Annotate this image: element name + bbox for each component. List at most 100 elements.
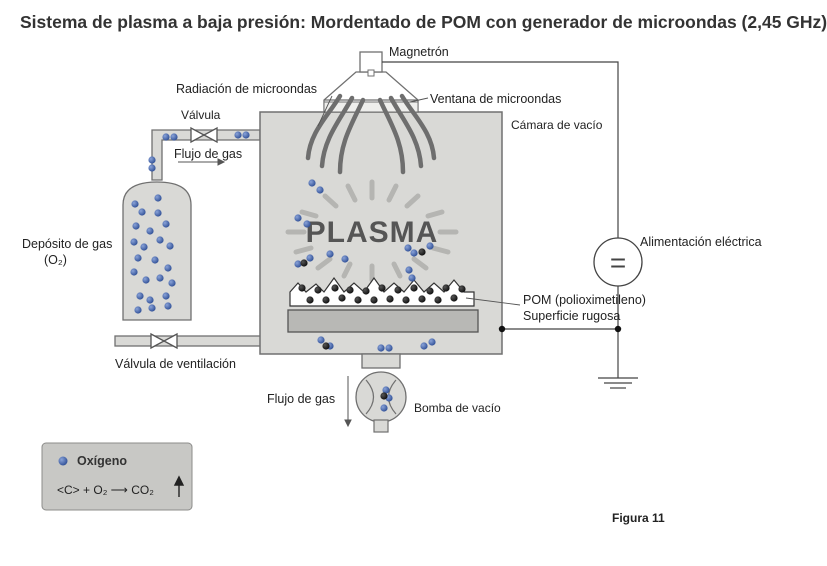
carbon-particle — [354, 296, 362, 304]
power-supply[interactable] — [593, 237, 643, 287]
oxygen-molecule — [426, 242, 434, 250]
oxygen-molecule — [166, 242, 174, 250]
oxygen-molecule — [146, 227, 154, 235]
carbon-particle — [338, 294, 346, 302]
oxygen-molecule — [130, 268, 138, 276]
oxygen-molecule — [132, 222, 140, 230]
carbon-particle — [418, 295, 426, 303]
rough-surface-label: Superficie rugosa — [523, 309, 620, 323]
gas-molecules — [130, 131, 466, 412]
ground-icon — [598, 377, 638, 389]
oxygen-molecule — [148, 156, 156, 164]
power-supply-symbol: = — [610, 247, 626, 278]
microwave-radiation-label: Radiación de microondas — [176, 82, 317, 96]
leader-lines — [317, 95, 521, 306]
oxygen-molecule — [136, 292, 144, 300]
oxygen-molecule — [154, 209, 162, 217]
oxygen-molecule — [341, 255, 349, 263]
microwave-radiation-waves — [305, 93, 437, 175]
carbon-particle — [458, 285, 466, 293]
oxygen-molecule — [140, 243, 148, 251]
legend-box: Oxígeno <C> + O₂ ⟶ CO₂ — [41, 442, 193, 511]
carbon-particle — [378, 284, 386, 292]
oxygen-molecule — [154, 194, 162, 202]
oxygen-molecule — [148, 164, 156, 172]
carbon-particle — [410, 284, 418, 292]
gas-tank-formula: (O₂) — [44, 253, 67, 267]
oxygen-molecule — [164, 264, 172, 272]
oxygen-molecule — [162, 292, 170, 300]
carbon-particle — [322, 296, 330, 304]
plasma-system-diagram: PLASMA = Magne — [22, 45, 762, 525]
oxygen-molecule — [148, 304, 156, 312]
oxygen-molecule — [420, 342, 428, 350]
oxygen-molecule — [410, 249, 418, 257]
oxygen-molecule — [170, 133, 178, 141]
vent-pipe — [114, 335, 262, 347]
oxygen-molecule — [151, 256, 159, 264]
oxygen-molecule — [377, 344, 385, 352]
oxygen-molecule — [317, 336, 325, 344]
oxygen-molecule — [134, 306, 142, 314]
magnetron-label: Magnetrón — [389, 45, 449, 59]
oxygen-molecule — [428, 338, 436, 346]
gas-flow-arrow-bottom — [344, 376, 352, 428]
magnetron — [359, 51, 383, 77]
oxygen-molecule — [405, 266, 413, 274]
oxygen-molecule — [326, 250, 334, 258]
figure-label: Figura 11 — [612, 511, 665, 525]
pump-neck — [361, 353, 401, 369]
carbon-particle — [426, 287, 434, 295]
carbon-particle — [450, 294, 458, 302]
vacuum-chamber-label: Cámara de vacío — [511, 118, 603, 132]
carbon-particle — [331, 284, 339, 292]
legend-oxygen-label: Oxígeno — [77, 454, 127, 468]
carbon-particle — [298, 284, 306, 292]
carbon-particle — [394, 286, 402, 294]
legend-oxygen-marker — [58, 456, 68, 466]
gas-tank-label: Depósito de gas — [22, 237, 112, 251]
oxygen-molecule — [303, 220, 311, 228]
oxygen-molecule — [294, 214, 302, 222]
plasma-glow-rays — [285, 179, 459, 283]
diagram-title: Sistema de plasma a baja presión: Morden… — [20, 12, 827, 32]
oxygen-molecule — [156, 236, 164, 244]
oxygen-molecule — [242, 131, 250, 139]
carbon-particle — [386, 295, 394, 303]
carbon-particle — [418, 248, 426, 256]
carbon-particle — [402, 296, 410, 304]
gas-flow-top-label: Flujo de gas — [174, 147, 242, 161]
oxygen-molecule — [162, 220, 170, 228]
chamber-connection-node — [498, 325, 506, 333]
oxygen-molecule — [131, 200, 139, 208]
carbon-particle — [434, 296, 442, 304]
vent-valve-label: Válvula de ventilación — [115, 357, 236, 371]
oxygen-molecule — [146, 296, 154, 304]
oxygen-molecule — [134, 254, 142, 262]
oxygen-molecule — [306, 254, 314, 262]
oxygen-molecule — [294, 260, 302, 268]
up-arrow-icon — [173, 475, 185, 497]
oxygen-molecule — [316, 186, 324, 194]
pump-outlet — [373, 419, 389, 433]
oxygen-molecule — [404, 244, 412, 252]
valve-label: Válvula — [181, 108, 221, 122]
vacuum-pump-label: Bomba de vacío — [414, 401, 501, 415]
oxygen-molecule — [234, 131, 242, 139]
power-supply-label: Alimentación eléctrica — [640, 235, 762, 249]
carbon-particle — [346, 286, 354, 294]
oxygen-molecule — [308, 179, 316, 187]
valve[interactable] — [190, 126, 218, 144]
oxygen-molecule — [162, 133, 170, 141]
oxygen-molecule — [380, 404, 388, 412]
carbon-particle — [362, 287, 370, 295]
carbon-particle — [322, 342, 330, 350]
gas-flow-arrow-top — [178, 158, 226, 166]
oxygen-molecule — [382, 386, 390, 394]
microwave-window — [323, 101, 419, 113]
carbon-particle — [442, 284, 450, 292]
oxygen-molecule — [164, 302, 172, 310]
vent-valve[interactable] — [150, 332, 178, 350]
carbon-particle — [306, 296, 314, 304]
oxygen-molecule — [130, 238, 138, 246]
